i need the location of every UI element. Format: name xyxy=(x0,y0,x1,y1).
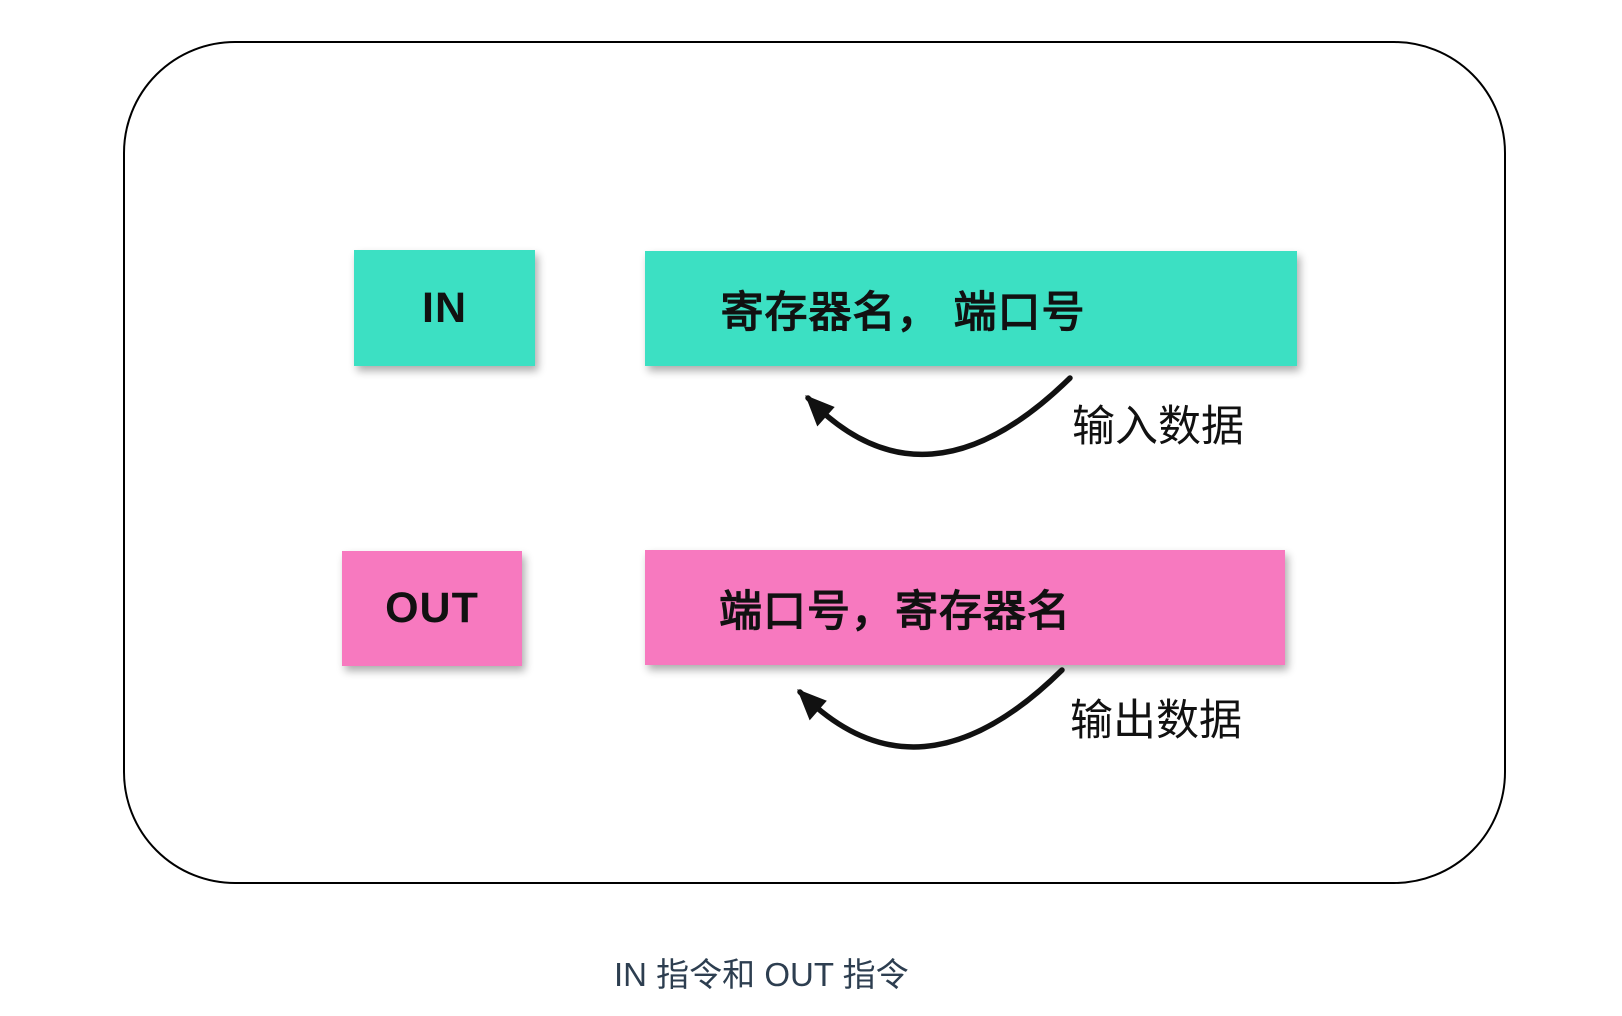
in-instruction-label: IN xyxy=(422,283,467,332)
output-data-arrow-label: 输出数据 xyxy=(1070,697,1242,745)
in-instruction-box: IN xyxy=(354,250,535,366)
out-instruction-box: OUT xyxy=(342,551,522,666)
out-operands-label: 端口号，寄存器名 xyxy=(719,587,1071,636)
input-data-arrow-label: 输入数据 xyxy=(1072,403,1244,451)
out-operands-box: 端口号，寄存器名 xyxy=(645,550,1285,665)
in-operands-box: 寄存器名， 端口号 xyxy=(645,251,1297,366)
in-operands-label: 寄存器名， 端口号 xyxy=(720,288,1086,337)
out-instruction-label: OUT xyxy=(385,584,479,632)
diagram-frame xyxy=(123,41,1506,884)
diagram-caption: IN 指令和 OUT 指令 xyxy=(614,956,909,993)
